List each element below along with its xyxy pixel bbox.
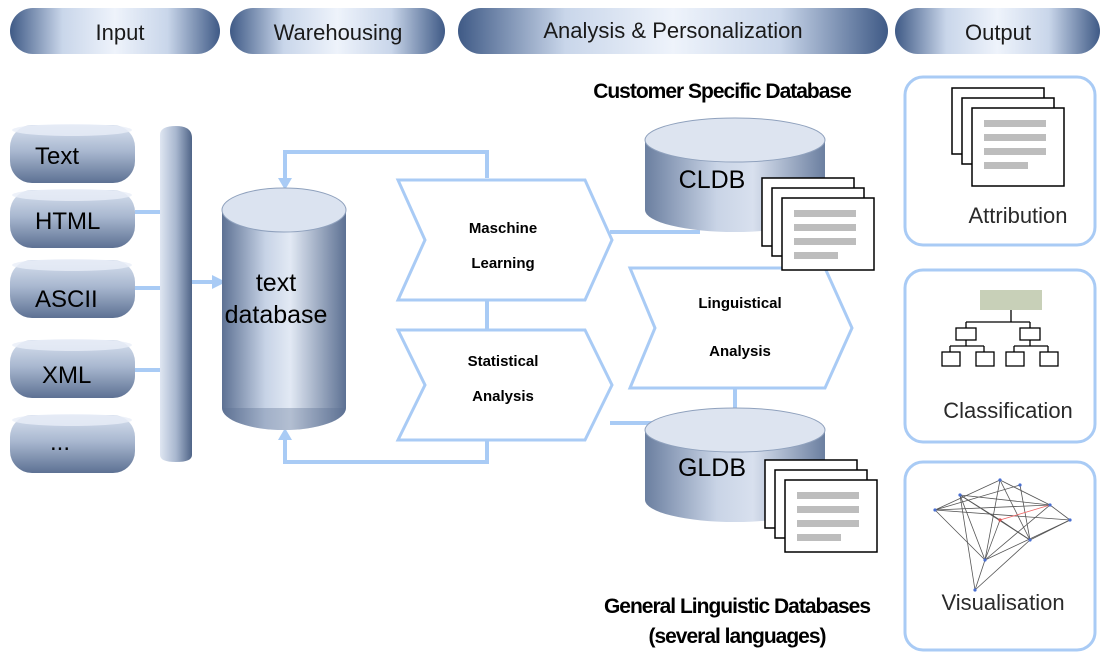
source-text: Text	[10, 124, 135, 183]
header-pill-analysis: Analysis & Personalization	[458, 8, 888, 54]
source-more-label: ...	[50, 429, 70, 456]
general-db-title-line1: General Linguistic Databases	[604, 595, 870, 618]
source-xml-label: XML	[42, 362, 91, 389]
header-input-label: Input	[96, 20, 145, 45]
header-analysis-label: Analysis & Personalization	[543, 18, 802, 43]
attribution-label: Attribution	[968, 203, 1067, 228]
general-db-title-line2: (several languages)	[648, 625, 825, 648]
step-machine-learning: Maschine Learning	[395, 178, 614, 302]
linguistical-analysis-line1: Linguistical	[698, 295, 781, 312]
statistical-analysis-line2: Analysis	[472, 388, 534, 405]
source-html-label: HTML	[35, 208, 100, 235]
machine-learning-line1: Maschine	[469, 220, 537, 237]
machine-learning-line2: Learning	[471, 255, 534, 272]
header-pill-input: Input	[10, 8, 220, 54]
output-visualisation-panel: Visualisation	[903, 460, 1097, 652]
classification-label: Classification	[943, 398, 1073, 423]
header-output-label: Output	[965, 20, 1031, 45]
source-text-label: Text	[35, 143, 79, 170]
text-database-line2: database	[225, 301, 328, 329]
source-ascii-label: ASCII	[35, 286, 98, 313]
cldb-label: CLDB	[679, 166, 746, 194]
attribution-documents-icon	[951, 87, 1065, 187]
visualisation-label: Visualisation	[941, 590, 1064, 615]
step-statistical-analysis: Statistical Analysis	[395, 328, 614, 442]
text-database-line1: text	[256, 269, 296, 297]
source-xml: XML	[10, 339, 135, 398]
collector-bar	[160, 126, 192, 462]
network-graph-icon	[933, 478, 1072, 592]
cldb-documents-icon	[761, 177, 875, 271]
step-linguistical-analysis: Linguistical Analysis	[627, 266, 854, 390]
header-warehousing-label: Warehousing	[274, 20, 403, 45]
linguistical-analysis-line2: Analysis	[709, 343, 771, 360]
arrow-heads	[212, 178, 292, 440]
output-classification-panel: Classification	[903, 268, 1097, 444]
statistical-analysis-line1: Statistical	[468, 353, 539, 370]
text-database-cylinder: text database	[221, 187, 347, 430]
source-html: HTML	[10, 189, 135, 248]
gldb-label: GLDB	[678, 454, 746, 482]
gldb-documents-icon	[764, 459, 878, 553]
source-ascii: ASCII	[10, 259, 135, 318]
customer-db-title: Customer Specific Database	[593, 80, 851, 103]
header-pill-output: Output	[895, 8, 1100, 54]
hierarchy-tree-icon	[941, 290, 1059, 367]
source-more: ...	[10, 414, 135, 473]
header-pill-warehousing: Warehousing	[230, 8, 445, 54]
flow-lines	[135, 150, 737, 464]
output-attribution-panel: Attribution	[903, 75, 1097, 247]
